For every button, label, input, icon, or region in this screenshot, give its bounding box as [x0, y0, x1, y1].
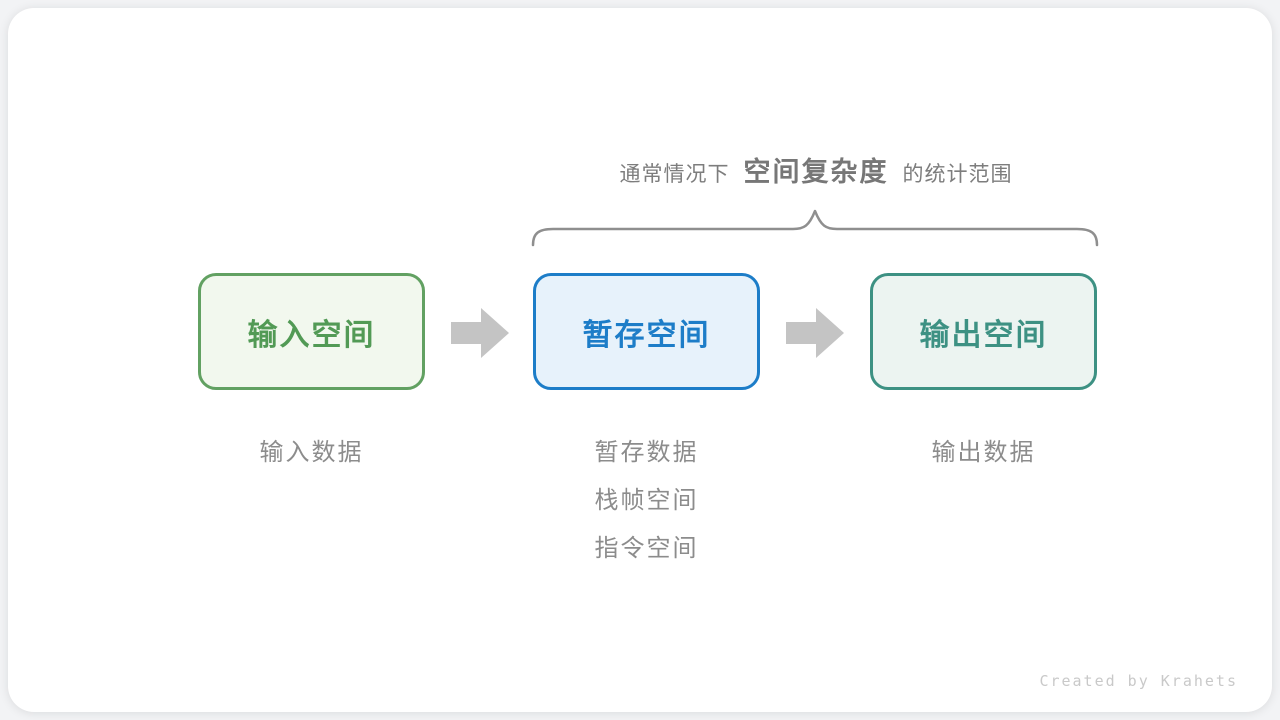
credit-text: Created by Krahets	[1039, 672, 1238, 690]
curly-brace	[531, 209, 1099, 247]
arrow-right-icon	[786, 308, 844, 358]
temp-space-label: 暂存空间	[582, 318, 711, 352]
arrow-right-shape	[786, 308, 844, 358]
temp-space-box: 暂存空间	[533, 273, 760, 390]
scope-annotation-suffix: 的统计范围	[902, 163, 1013, 186]
scope-annotation-prefix: 通常情况下	[619, 163, 730, 186]
temp-data-label: 暂存数据	[594, 439, 699, 466]
output-data-label: 输出数据	[931, 439, 1036, 466]
scope-annotation-highlight: 空间复杂度	[743, 157, 889, 187]
scope-annotation: 通常情况下 空间复杂度 的统计范围	[433, 150, 1199, 189]
input-space-box: 输入空间	[198, 273, 425, 390]
stack-frame-space-label: 栈帧空间	[594, 487, 699, 514]
output-space-box: 输出空间	[870, 273, 1097, 390]
arrow-right-icon	[451, 308, 509, 358]
diagram-card: 通常情况下 空间复杂度 的统计范围 输入空间 暂存空间 输出空间 输入数据 暂存…	[8, 8, 1272, 712]
input-data-label: 输入数据	[259, 439, 364, 466]
arrow-right-shape	[451, 308, 509, 358]
input-space-label: 输入空间	[247, 318, 376, 352]
instruction-space-label: 指令空间	[594, 535, 699, 562]
output-space-label: 输出空间	[919, 318, 1048, 352]
curly-brace-path	[531, 209, 1099, 247]
